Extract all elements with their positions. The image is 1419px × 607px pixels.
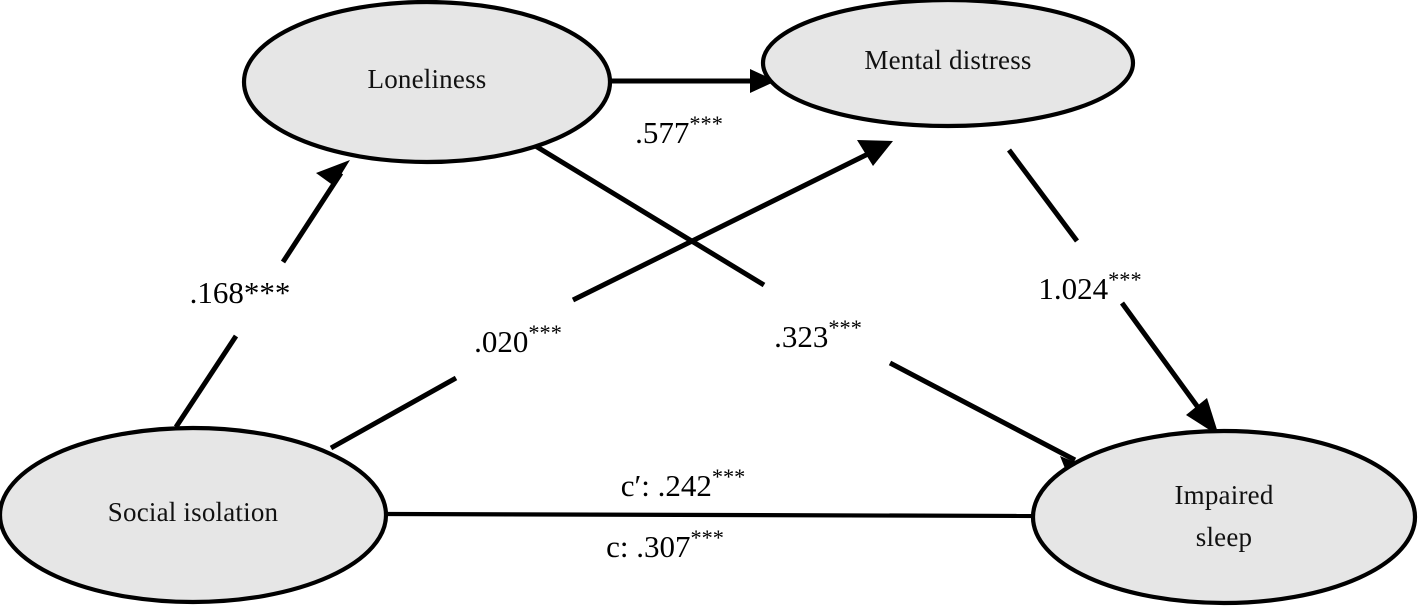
edge-line-segment-lower <box>1119 301 1208 419</box>
node-impaired-sleep-label-line2: sleep <box>1196 522 1252 552</box>
coefficient-label-mental-distress-to-impaired-sleep: 1.024*** <box>1038 267 1141 307</box>
coefficient-value: .577 <box>635 115 689 150</box>
node-mental-distress-shape[interactable] <box>760 0 1136 129</box>
coefficient-value: .307 <box>636 529 690 564</box>
edge-line-segment-upper <box>571 148 876 303</box>
node-social-isolation-shape[interactable] <box>0 425 389 605</box>
significance-stars: *** <box>244 275 291 310</box>
node-social-isolation[interactable]: Social isolation <box>0 425 389 605</box>
edge-line <box>387 511 1041 519</box>
coefficient-label-total-effect: c: .307*** <box>606 525 724 565</box>
coefficient-label-social-isolation-to-mental-distress: .020*** <box>474 320 562 360</box>
arrow-head-icon <box>857 140 893 166</box>
node-impaired-sleep-label-line1: Impaired <box>1174 480 1273 510</box>
node-mental-distress-label: Mental distress <box>864 45 1031 75</box>
edge-loneliness-to-mental-distress <box>606 69 776 93</box>
node-impaired-sleep[interactable]: Impaired sleep <box>1030 428 1418 606</box>
node-impaired-sleep-shape[interactable] <box>1030 428 1418 606</box>
edge-line-segment-lower <box>173 334 239 429</box>
coefficient-prefix: c: <box>606 529 636 564</box>
node-mental-distress[interactable]: Mental distress <box>760 0 1136 129</box>
significance-stars: *** <box>689 111 722 136</box>
significance-stars: *** <box>712 464 745 489</box>
coefficient-value: .242 <box>658 468 712 503</box>
node-loneliness-shape[interactable] <box>241 0 613 165</box>
significance-stars: *** <box>528 320 561 345</box>
arrow-head-icon <box>1186 398 1219 436</box>
edge-line-segment-lower <box>888 360 1077 463</box>
node-loneliness[interactable]: Loneliness <box>241 0 613 165</box>
significance-stars: *** <box>828 315 861 340</box>
node-social-isolation-label: Social isolation <box>108 497 279 527</box>
edge-mental-distress-to-impaired-sleep <box>1006 148 1219 436</box>
significance-stars: *** <box>1108 267 1141 292</box>
edge-line-segment-upper <box>1006 148 1080 243</box>
edge-line-segment-upper <box>280 171 344 264</box>
coefficient-label-loneliness-to-mental-distress: .577*** <box>635 111 723 151</box>
edge-line-segment-lower <box>329 375 458 451</box>
coefficient-value: .323 <box>774 319 828 354</box>
coefficient-label-direct-effect: c′: .242*** <box>621 464 746 504</box>
edge-loneliness-to-impaired-sleep <box>522 136 1094 481</box>
arrow-head-icon <box>750 69 776 93</box>
coefficient-prefix: c′: <box>621 468 658 503</box>
node-loneliness-label: Loneliness <box>368 64 487 94</box>
coefficient-value: 1.024 <box>1038 271 1108 306</box>
edge-line-segment-upper <box>522 136 766 288</box>
coefficient-value: .020 <box>474 324 528 359</box>
coefficient-label-social-isolation-to-loneliness: .168*** <box>190 275 291 310</box>
edge-social-isolation-to-mental-distress <box>329 140 893 451</box>
significance-stars: *** <box>690 525 723 550</box>
edge-social-isolation-to-loneliness <box>173 160 350 429</box>
arrow-head-icon <box>316 160 350 186</box>
coefficient-label-loneliness-to-impaired-sleep: .323*** <box>774 315 862 355</box>
coefficient-value: .168 <box>190 275 244 310</box>
